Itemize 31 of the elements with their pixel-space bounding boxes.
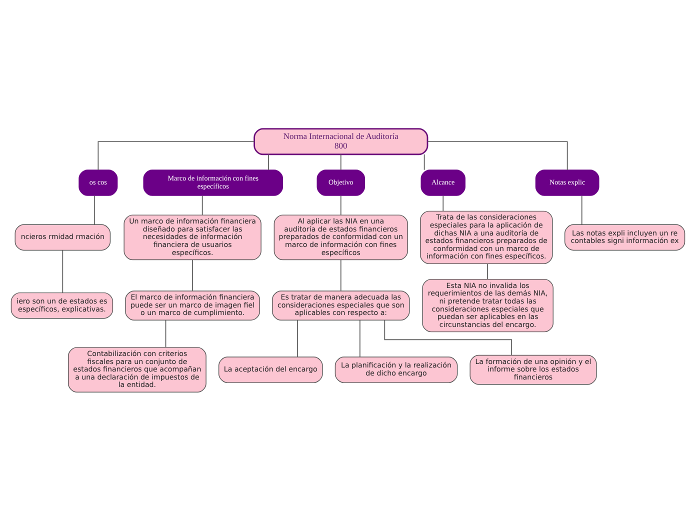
node-box: iero son un de estados es específicos, explicativas. [10, 292, 114, 318]
connector [202, 194, 203, 215]
node-box: El marco de información financiera puede ser un marco de imagen fiel o un marco de cumplimiento. [125, 290, 260, 320]
node-box: Un marco de información financiera diseñado para satisfacer las necesidades de información financiera de usuarios específicos. [124, 214, 262, 260]
node-box: La planificación y la realización de dicho encargo [334, 356, 458, 382]
connector [384, 319, 512, 355]
node-box: La aceptación del encargo [218, 356, 323, 382]
connector [192, 259, 193, 291]
connector [424, 153, 425, 170]
connector [340, 194, 342, 215]
connector [340, 259, 342, 291]
connector [297, 319, 298, 357]
node-box: Norma Internacional de Auditoría 800 [254, 128, 428, 155]
connector [268, 153, 269, 170]
connector [165, 319, 166, 348]
node-box: La formación de una opinión y el informe sobre los estados financieros [470, 354, 597, 384]
connector [487, 262, 488, 280]
connector [442, 194, 444, 211]
node-box: Al aplicar las NIA en una auditoría de estados financieros preparados de conformidad con un marco de información con fines específicos [274, 214, 408, 260]
node-box: Esta NIA no invalida los requerimientos de las demás NIA, ni pretende tratar todas las consideraciones especiales que puedan ser aplicables en las circunstancias del encargo. [422, 278, 554, 332]
connector [62, 249, 64, 292]
node-box: Las notas expli incluyen un re contables signi información ex [564, 224, 686, 250]
connector [94, 194, 96, 224]
node-box: Trata de las consideraciones especiales para la aplicación de dichas NIA a una auditoría de estados financieros preparados de conformidad con un marco de información con fines específicos. [420, 210, 553, 264]
connector [340, 153, 342, 170]
node-box: ncieros rmidad rmación [14, 224, 111, 250]
node-box: Es tratar de manera adecuada las consideraciones especiales que son aplicables con respecto a: [272, 290, 410, 320]
connector [98, 140, 255, 170]
connector [581, 194, 582, 224]
connector [427, 140, 568, 170]
node-box: Contabilización con criterios fiscales para un conjunto de estados financieros que acompañan a una declaración de impuestos de la entidad. [68, 346, 206, 392]
